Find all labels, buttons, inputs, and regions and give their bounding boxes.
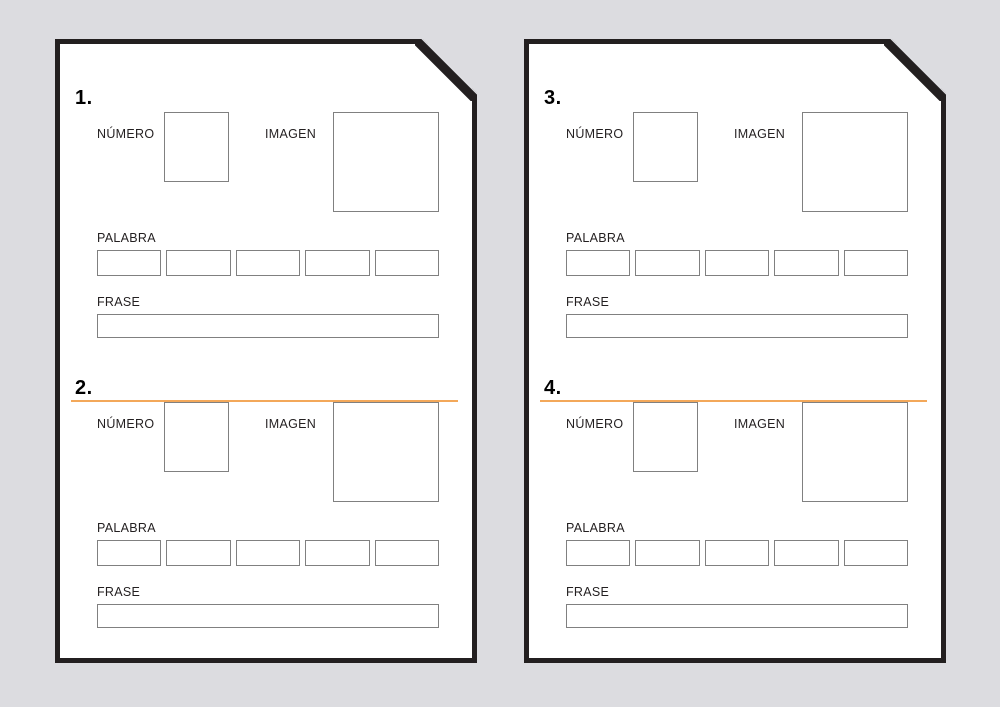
palabra-letter-box[interactable] (844, 250, 908, 276)
palabra-letter-box[interactable] (236, 540, 300, 566)
palabra-letter-box[interactable] (774, 250, 838, 276)
worksheet-card-left: 1. NÚMERO IMAGEN PALABRA FRASE (55, 39, 477, 663)
palabra-letter-box[interactable] (635, 540, 699, 566)
exercise-divider-left (71, 400, 458, 402)
palabra-letter-box[interactable] (166, 540, 230, 566)
palabra-letter-box[interactable] (236, 250, 300, 276)
exercise-3-top-row: NÚMERO IMAGEN (566, 112, 928, 224)
palabra-box-row-2 (97, 540, 439, 566)
palabra-label-2: PALABRA (97, 521, 156, 535)
frase-input-1[interactable] (97, 314, 439, 338)
imagen-label-2: IMAGEN (265, 417, 317, 431)
numero-label-1: NÚMERO (97, 127, 155, 141)
palabra-letter-box[interactable] (166, 250, 230, 276)
card-left-content: 1. NÚMERO IMAGEN PALABRA FRASE (55, 39, 477, 663)
numero-input-4[interactable] (633, 402, 698, 472)
palabra-label-4: PALABRA (566, 521, 625, 535)
exercise-number-2: 2. (75, 377, 93, 399)
palabra-letter-box[interactable] (305, 540, 369, 566)
frase-label-2: FRASE (97, 585, 141, 599)
palabra-box-row-1 (97, 250, 439, 276)
frase-input-4[interactable] (566, 604, 908, 628)
exercise-4-top-row: NÚMERO IMAGEN (566, 402, 928, 514)
imagen-drop-area-1[interactable] (333, 112, 439, 212)
numero-label-2: NÚMERO (97, 417, 155, 431)
exercise-number-4: 4. (544, 377, 562, 399)
frase-label-4: FRASE (566, 585, 610, 599)
numero-input-2[interactable] (164, 402, 229, 472)
palabra-letter-box[interactable] (705, 540, 769, 566)
imagen-drop-area-4[interactable] (802, 402, 908, 502)
palabra-letter-box[interactable] (844, 540, 908, 566)
frase-label-3: FRASE (566, 295, 610, 309)
worksheet-card-right: 3. NÚMERO IMAGEN PALABRA FRASE (524, 39, 946, 663)
frase-input-2[interactable] (97, 604, 439, 628)
palabra-letter-box[interactable] (305, 250, 369, 276)
numero-input-3[interactable] (633, 112, 698, 182)
exercise-number-3: 3. (544, 87, 562, 109)
palabra-box-row-3 (566, 250, 908, 276)
frase-label-1: FRASE (97, 295, 141, 309)
exercise-divider-right (540, 400, 927, 402)
palabra-letter-box[interactable] (566, 250, 630, 276)
imagen-label-1: IMAGEN (265, 127, 317, 141)
palabra-letter-box[interactable] (566, 540, 630, 566)
exercise-2-top-row: NÚMERO IMAGEN (97, 402, 459, 514)
palabra-letter-box[interactable] (375, 250, 439, 276)
numero-input-1[interactable] (164, 112, 229, 182)
frase-input-3[interactable] (566, 314, 908, 338)
imagen-label-4: IMAGEN (734, 417, 786, 431)
numero-label-3: NÚMERO (566, 127, 624, 141)
palabra-box-row-4 (566, 540, 908, 566)
imagen-drop-area-2[interactable] (333, 402, 439, 502)
numero-label-4: NÚMERO (566, 417, 624, 431)
palabra-label-1: PALABRA (97, 231, 156, 245)
palabra-letter-box[interactable] (705, 250, 769, 276)
palabra-letter-box[interactable] (97, 540, 161, 566)
palabra-letter-box[interactable] (774, 540, 838, 566)
exercise-number-1: 1. (75, 87, 93, 109)
imagen-drop-area-3[interactable] (802, 112, 908, 212)
card-right-content: 3. NÚMERO IMAGEN PALABRA FRASE (524, 39, 946, 663)
palabra-letter-box[interactable] (375, 540, 439, 566)
palabra-label-3: PALABRA (566, 231, 625, 245)
palabra-letter-box[interactable] (97, 250, 161, 276)
imagen-label-3: IMAGEN (734, 127, 786, 141)
palabra-letter-box[interactable] (635, 250, 699, 276)
exercise-1-top-row: NÚMERO IMAGEN (97, 112, 459, 224)
